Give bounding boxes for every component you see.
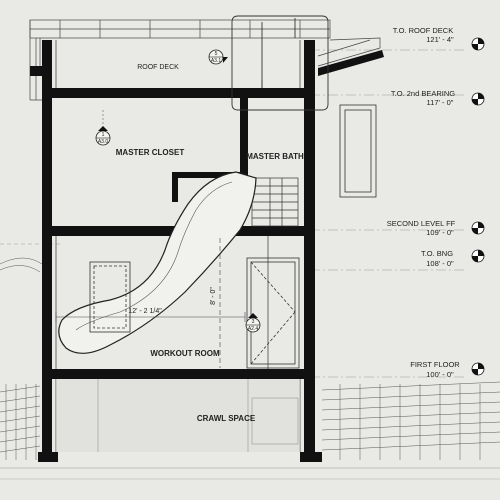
svg-text:121' - 4": 121' - 4" — [426, 35, 454, 44]
workout-window — [89, 261, 131, 333]
level-target-icon — [471, 221, 485, 235]
svg-text:T.O. 2nd BEARING: T.O. 2nd BEARING — [391, 89, 455, 98]
workout-door — [246, 257, 300, 369]
room-label-master-bath: MASTER BATH — [246, 152, 304, 161]
room-label-master-closet: MASTER CLOSET — [116, 148, 185, 157]
level-marker-2nd-bearing: T.O. 2nd BEARING 117' - 0" — [391, 89, 485, 107]
room-label-workout-room: WORKOUT ROOM — [150, 349, 220, 358]
footing-left — [38, 452, 58, 462]
left-exterior-wall — [42, 40, 52, 458]
svg-text:T.O. BNG: T.O. BNG — [421, 249, 453, 258]
dimension-width: 12' - 2 1/4" — [128, 308, 162, 315]
svg-text:1: 1 — [102, 132, 105, 138]
closet-ledge-side — [172, 172, 178, 202]
level-target-icon — [471, 92, 485, 106]
roof-overhang — [317, 37, 381, 67]
svg-text:FIRST FLOOR: FIRST FLOOR — [410, 360, 460, 369]
right-exterior-wall — [304, 40, 315, 460]
svg-text:SECOND LEVEL FF: SECOND LEVEL FF — [387, 219, 456, 228]
reference-lines — [0, 49, 500, 480]
closet-ledge-top — [172, 172, 248, 178]
svg-text:108' - 0": 108' - 0" — [426, 259, 454, 268]
level-target-icon — [471, 37, 485, 51]
roof-parapet — [29, 19, 331, 101]
section-tag-3: 3 A2.4 — [245, 313, 261, 333]
svg-text:T.O. ROOF DECK: T.O. ROOF DECK — [393, 26, 453, 35]
slide — [58, 171, 257, 354]
svg-text:3: 3 — [252, 319, 255, 325]
level-target-icon — [471, 362, 485, 376]
roof-beam — [318, 50, 384, 76]
room-label-roof-deck: ROOF DECK — [137, 64, 179, 71]
svg-text:109' - 0": 109' - 0" — [426, 228, 454, 237]
dimension-lines — [55, 238, 246, 368]
upper-floor-slab — [42, 88, 315, 98]
ground-hatch-left — [0, 257, 43, 460]
section-tag-2: 1 A3.0 — [95, 110, 111, 146]
svg-text:A3.0: A3.0 — [98, 139, 109, 145]
room-label-crawl-space: CRAWL SPACE — [197, 414, 256, 423]
section-tag-1: 5 A3.1 — [208, 49, 228, 65]
master-bath-wall — [240, 98, 248, 178]
footing-right — [300, 452, 322, 462]
dimension-height: 8' - 0" — [210, 287, 217, 305]
first-floor-slab — [42, 369, 315, 379]
svg-text:100' - 0": 100' - 0" — [426, 370, 454, 379]
upper-window — [339, 104, 377, 198]
svg-text:A3.1: A3.1 — [211, 58, 222, 64]
skylight-outline — [231, 15, 329, 111]
svg-text:5: 5 — [215, 51, 218, 57]
level-marker-tobng: T.O. BNG 108' - 0" — [421, 249, 485, 268]
svg-text:A2.4: A2.4 — [248, 326, 259, 332]
crawl-space-fill — [56, 379, 300, 452]
level-marker-first-floor: FIRST FLOOR 100' - 0" — [410, 360, 485, 379]
level-marker-second-level: SECOND LEVEL FF 109' - 0" — [387, 219, 485, 237]
level-target-icon — [471, 249, 485, 263]
svg-text:117' - 0": 117' - 0" — [427, 98, 454, 107]
ground-hatch-right — [321, 381, 500, 460]
level-marker-roof-deck: T.O. ROOF DECK 121' - 4" — [393, 26, 485, 51]
roof-deck-left-stub — [30, 66, 52, 76]
